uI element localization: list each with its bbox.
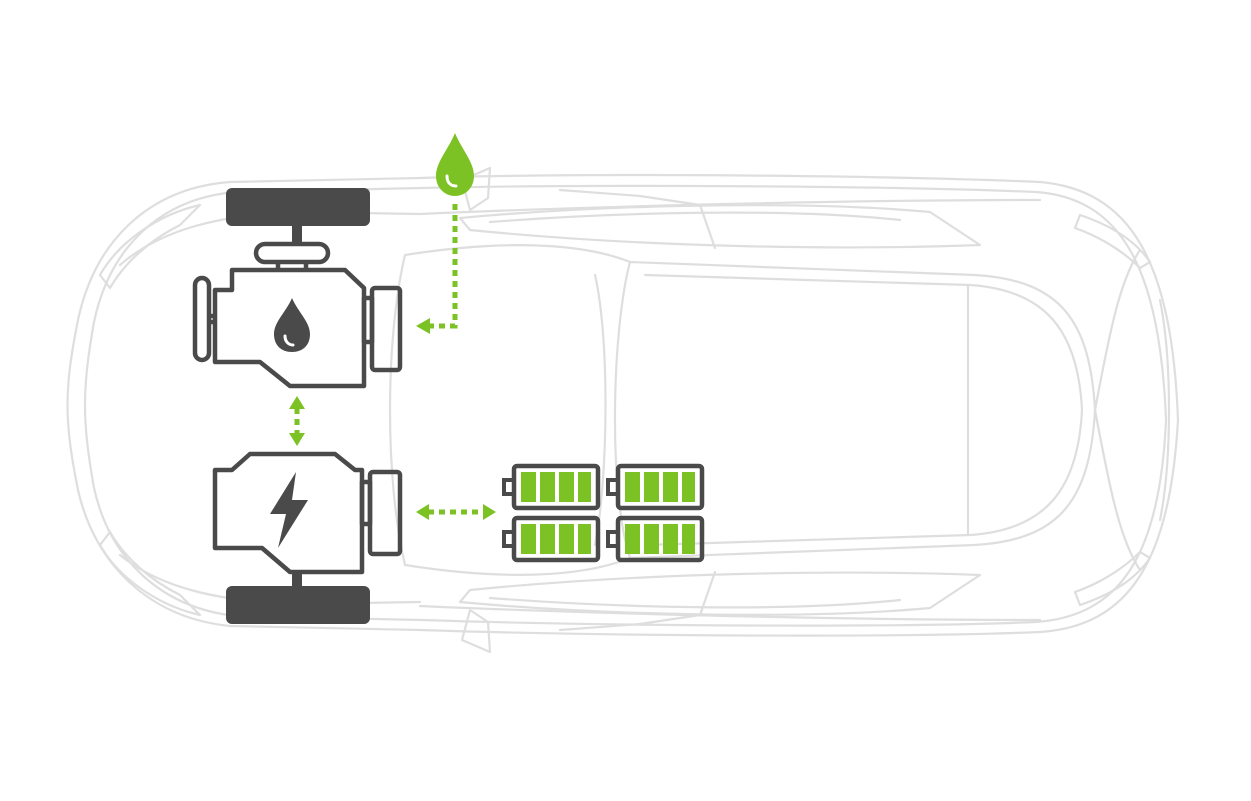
- battery-icon: [606, 463, 705, 511]
- flow-engine-motor: [289, 396, 305, 446]
- lightning-bolt-icon: [270, 472, 308, 548]
- flow-motor-battery: [416, 504, 496, 520]
- battery-icon: [502, 463, 601, 511]
- fuel-source: [436, 133, 474, 196]
- rear-wheel: [226, 572, 370, 624]
- battery-icon: [606, 515, 705, 563]
- rear-tire-icon: [226, 586, 370, 624]
- flow-fuel-arrowhead: [416, 318, 430, 334]
- battery-icon: [502, 515, 601, 563]
- car-outline: [66, 166, 1180, 654]
- front-wheel: [226, 188, 370, 246]
- electric-motor: [212, 451, 403, 575]
- combustion-engine: [192, 241, 403, 389]
- engine-oil-drop-icon: [274, 298, 310, 352]
- front-tire-icon: [226, 188, 370, 226]
- battery-pack: [502, 463, 705, 563]
- flow-fuel-to-engine: [430, 204, 458, 329]
- fuel-drop-icon: [436, 133, 474, 196]
